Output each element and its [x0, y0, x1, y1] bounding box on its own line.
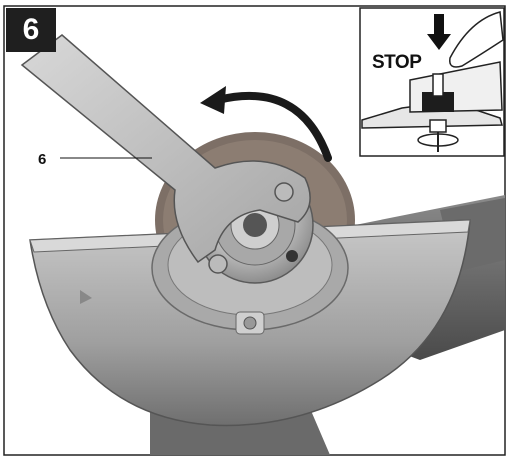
inset-stop-label: STOP — [372, 52, 422, 73]
inset-press-arrow-head — [427, 34, 451, 50]
inset-finger — [449, 11, 504, 68]
two-pin-spanner — [20, 34, 311, 264]
spanner-pin-top — [274, 182, 294, 202]
guard-arrow-mark — [80, 290, 92, 304]
nut-hole — [286, 250, 298, 262]
inset-lock-button — [422, 92, 454, 112]
figure-number-badge: 6 — [6, 8, 56, 52]
callout-label-spanner: 6 — [38, 151, 47, 168]
rotation-arrow — [214, 91, 332, 162]
inset-press-arrow-shaft — [434, 14, 444, 36]
rotation-arrow-head — [200, 86, 226, 114]
spanner-pin-bottom — [208, 254, 228, 274]
